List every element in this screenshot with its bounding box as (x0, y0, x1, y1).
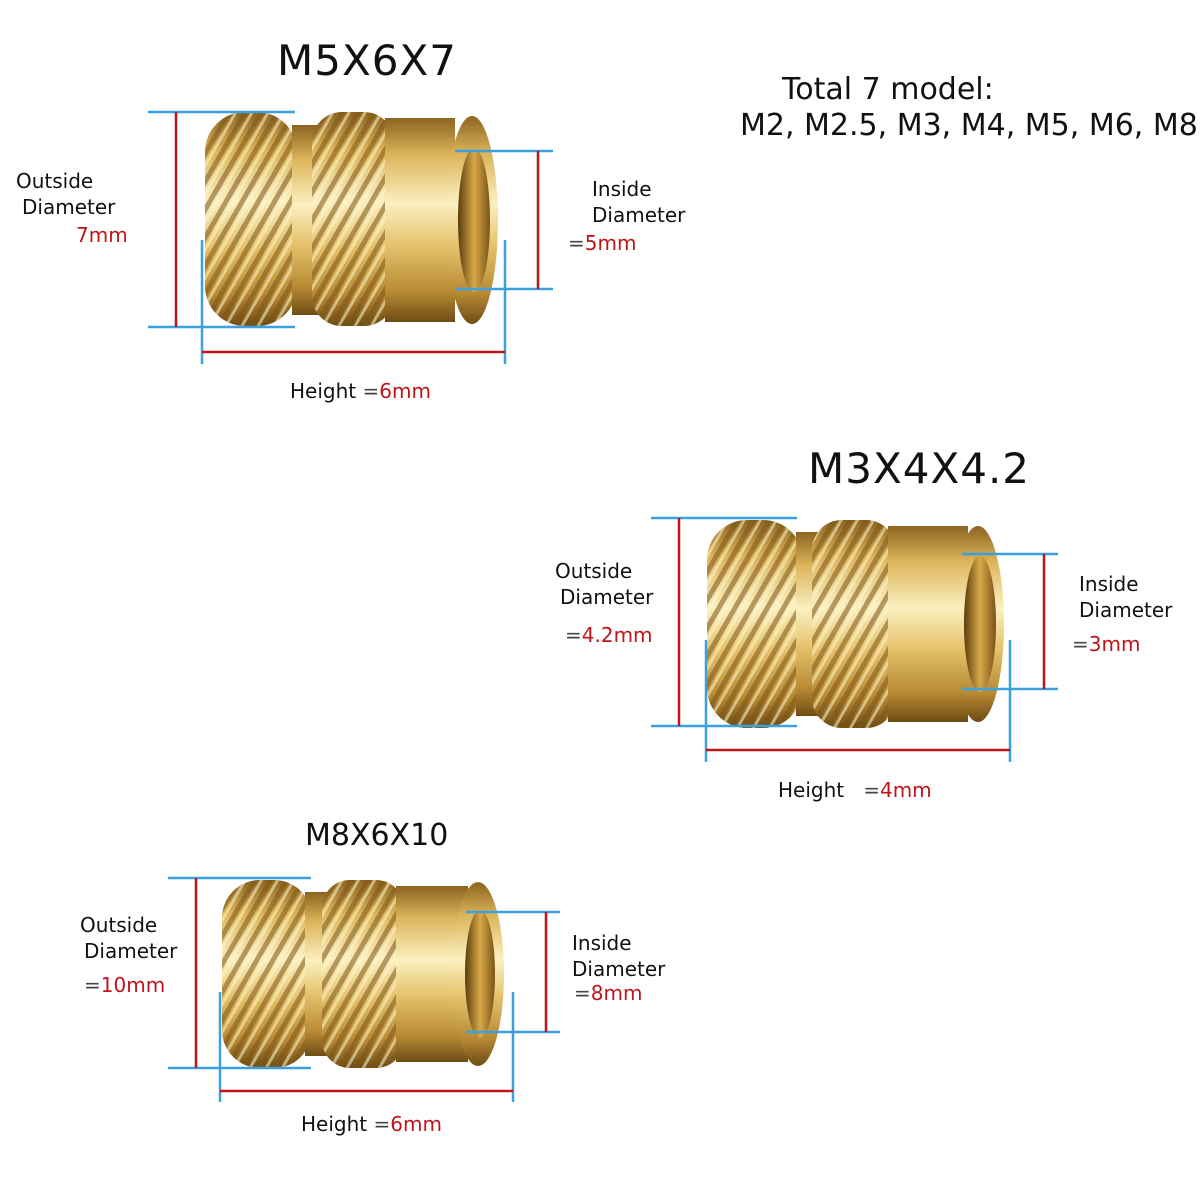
dimension-lines-2 (651, 516, 1058, 762)
insert-3-height-row: Height =6mm (301, 1111, 442, 1137)
insert-3-inside-value: 8mm (590, 981, 643, 1005)
insert-2-outside-value: 4.2mm (581, 623, 653, 647)
insert-2-height-row: Height =4mm (778, 777, 932, 803)
insert-1-outside-label-1: Outside (16, 169, 94, 193)
insert-2-inside-value: 3mm (1088, 632, 1141, 656)
models-list: M2, M2.5, M3, M4, M5, M6, M8 (740, 108, 1198, 143)
insert-2-inside-label-2: Diameter (1079, 598, 1173, 622)
insert-3-outside-label-1: Outside (80, 913, 158, 937)
insert-2-inside-eq: = (1072, 632, 1089, 656)
insert-1-height-row: Height =6mm (290, 378, 431, 404)
insert-3-inside-value-row: =8mm (574, 980, 642, 1006)
insert-2-outside-eq: = (565, 623, 582, 647)
insert-2-height-eq: = (863, 778, 880, 802)
insert-3-outside-eq: = (84, 973, 101, 997)
insert-3-outside-value-row: =10mm (84, 972, 165, 998)
insert-1-outside-label-2: Diameter (22, 195, 116, 219)
insert-1-height-value: 6mm (379, 379, 431, 403)
insert-3-height-value: 6mm (390, 1112, 442, 1136)
insert-1-inside-eq: = (568, 231, 585, 255)
insert-2-inside-label-1: Inside (1079, 572, 1139, 596)
insert-1-height-label: Height (290, 379, 357, 403)
insert-1-inside-value: 5mm (584, 231, 637, 255)
insert-2-height-value: 4mm (879, 778, 932, 802)
insert-3-inside-label-2: Diameter (572, 957, 666, 981)
insert-1-inside-value-row: =5mm (568, 230, 636, 256)
models-heading: Total 7 model: (782, 72, 994, 107)
brass-insert-1 (205, 112, 498, 326)
dimension-lines-3 (168, 876, 560, 1102)
insert-3-title: M8X6X10 (305, 818, 449, 853)
insert-3-inside-eq: = (574, 981, 591, 1005)
insert-2-outside-label-2: Diameter (560, 585, 654, 609)
insert-3-outside-value: 10mm (100, 973, 166, 997)
dimension-lines-1 (148, 110, 553, 364)
insert-1-outside-value: 7mm (76, 223, 128, 247)
insert-3-height-label: Height (301, 1112, 368, 1136)
insert-3-inside-label-1: Inside (572, 931, 632, 955)
insert-2-outside-label-1: Outside (555, 559, 633, 583)
insert-1-title: M5X6X7 (277, 36, 457, 85)
insert-2-title: M3X4X4.2 (808, 444, 1031, 493)
insert-2-inside-value-row: =3mm (1072, 631, 1140, 657)
brass-insert-3 (222, 880, 504, 1068)
insert-3-outside-label-2: Diameter (84, 939, 178, 963)
brass-insert-2 (707, 520, 1004, 728)
insert-3-height-eq: = (373, 1112, 391, 1136)
insert-1-inside-label-1: Inside (592, 177, 652, 201)
insert-1-height-eq: = (362, 379, 380, 403)
insert-2-outside-value-row: =4.2mm (565, 622, 653, 648)
insert-2-height-label: Height (778, 778, 845, 802)
insert-1-inside-label-2: Diameter (592, 203, 686, 227)
